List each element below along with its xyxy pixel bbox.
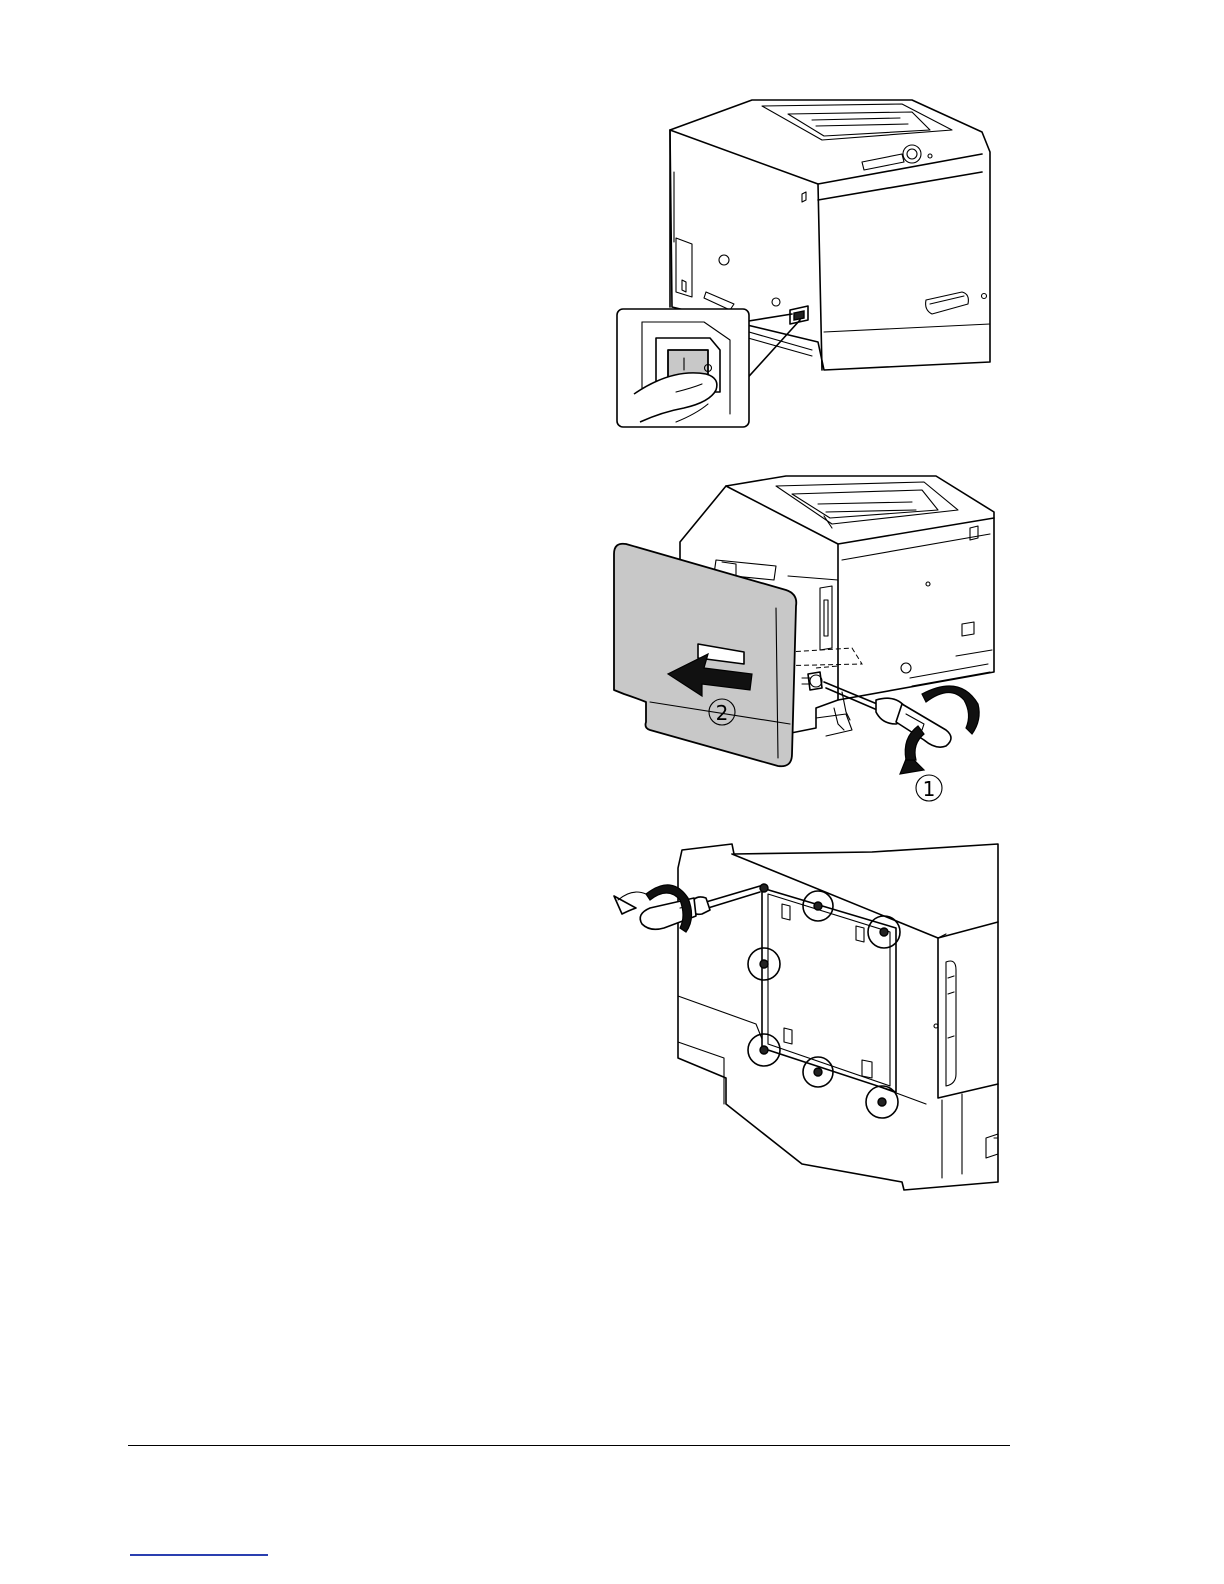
printer-power-switch-illustration	[612, 92, 1002, 432]
callout-1: 1	[923, 777, 936, 801]
callout-2: 2	[716, 701, 729, 725]
footer-rule	[128, 1445, 1010, 1446]
remove-plate-screws-illustration	[606, 838, 1006, 1198]
remove-side-cover-illustration: 2 1	[606, 468, 1002, 806]
footer-link-underline[interactable]	[130, 1554, 268, 1556]
